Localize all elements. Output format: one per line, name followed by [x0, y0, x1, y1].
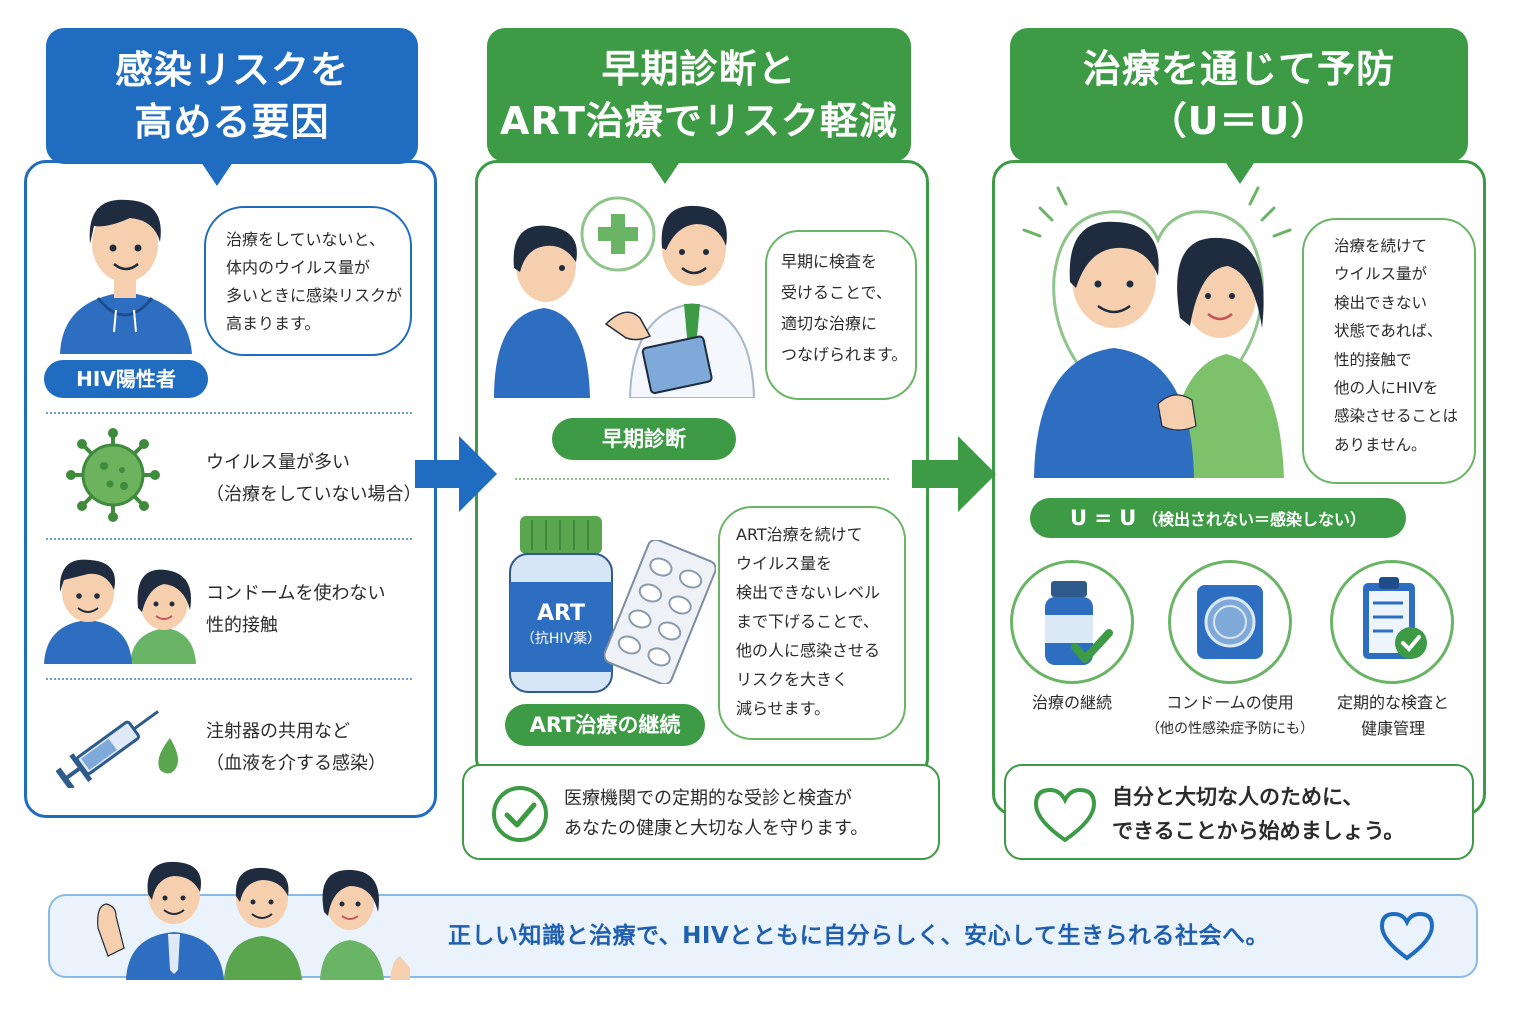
treatment-continuation-icon	[1010, 560, 1134, 684]
condom-use-icon	[1168, 560, 1292, 684]
divider	[46, 678, 412, 680]
arrow-right-icon	[912, 436, 996, 512]
medicine-check-icon	[1045, 581, 1113, 665]
footer-message: 正しい知識と治療で、HIVとともに自分らしく、安心して生きられる社会へ。	[448, 923, 1269, 949]
art-medicine-bottle-icon	[509, 516, 613, 693]
regular-checkup-icon	[1330, 560, 1454, 684]
hiv-positive-label: HIV陽性者	[44, 360, 208, 398]
regular-checkup-label: 定期的な検査と 健康管理	[1336, 693, 1449, 738]
factor-condomless-text: コンドームを使わない 性的接触	[206, 583, 386, 636]
factor-syringe-text: 注射器の共用など （血液を介する感染）	[206, 721, 386, 774]
group-people-illustration	[97, 861, 410, 980]
art-continuation-label: ART治療の継続	[505, 704, 705, 746]
treatment-continuation-label: 治療の継続	[1031, 693, 1112, 712]
pill-blister-pack-icon	[604, 540, 716, 684]
condom-use-label: コンドームの使用 （他の性感染症予防にも）	[1146, 693, 1314, 737]
heart-icon	[1033, 787, 1097, 843]
couple-icon	[44, 559, 196, 664]
art-speech-bubble: ART治療を続けて ウイルス量を 検出できないレベル まで下げることで、 他の人…	[718, 506, 906, 740]
checklist-icon	[1363, 577, 1427, 659]
condom-icon	[1197, 585, 1263, 659]
syringe-icon	[56, 710, 178, 788]
risk-speech-bubble: 治療をしていないと、 体内のウイルス量が 多いときに感染リスクが 高まります。	[204, 206, 412, 356]
diagnosis-speech-bubble: 早期に検査を 受けることで、 適切な治療に つなげられます。	[765, 230, 917, 400]
checkmark-circle-icon	[492, 786, 548, 842]
heart-icon	[1379, 911, 1435, 961]
divider	[46, 538, 412, 540]
uu-prevention-header: 治療を通じて予防 （U＝U）	[1010, 28, 1468, 184]
uu-label: U = U （検出されない＝感染しない）	[1030, 498, 1406, 538]
bottle-label: ART （抗HIV薬）	[520, 601, 602, 647]
divider	[46, 412, 412, 414]
arrow-right-icon	[415, 436, 497, 512]
virus-icon	[66, 428, 160, 522]
early-diagnosis-label: 早期診断	[552, 418, 736, 460]
uu-speech-bubble: 治療を続けて ウイルス量が 検出できない 状態であれば、 性的接触で 他の人にH…	[1302, 218, 1476, 484]
hiv-positive-person-illustration	[60, 199, 192, 354]
doctor-consultation-illustration	[494, 196, 756, 398]
divider	[515, 478, 889, 480]
factor-viral-load-text: ウイルス量が多い （治療をしていない場合）	[206, 452, 422, 505]
self-care-info-box: 自分と大切な人のために、 できることから始めましょう。	[1004, 764, 1474, 860]
regular-checkup-info-box: 医療機関での定期的な受診と検査が あなたの健康と大切な人を守ります。	[462, 764, 940, 860]
risk-factors-header: 感染リスクを 高める要因	[46, 28, 418, 186]
early-diagnosis-header: 早期診断と ART治療でリスク軽減	[487, 28, 911, 184]
couple-heart-illustration	[1022, 186, 1292, 478]
